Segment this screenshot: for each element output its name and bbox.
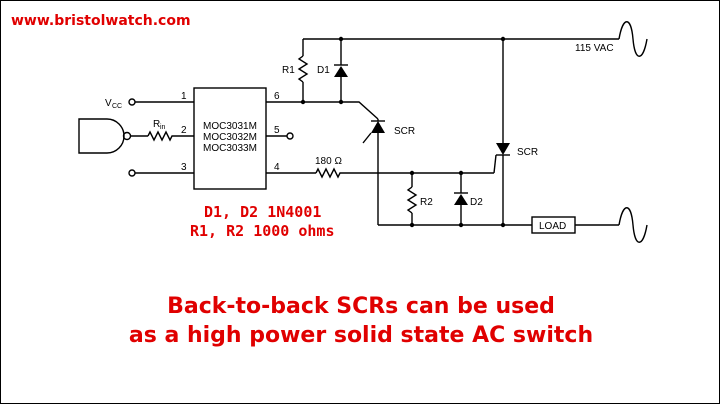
ic-part-2: MOC3032M [203,132,257,143]
pin-3: 3 [181,162,187,173]
site-url: www.bristolwatch.com [11,13,191,29]
d1-diode [334,64,348,77]
caption-line-1: Back-to-back SCRs can be used [167,294,555,319]
vcc-label-sub: CC [112,103,122,110]
pin-4: 4 [274,162,280,173]
ic-part-1: MOC3031M [203,121,257,132]
moc303x-ic [193,87,267,190]
pin-5: 5 [274,125,280,136]
rin-resistor [147,130,174,142]
resistor-180-label: 180 Ω [315,156,342,167]
input-terminal-3 [128,169,136,177]
ac-supply-label: 115 VAC [575,43,614,54]
ac-source-bottom [618,207,648,243]
pin-2: 2 [181,125,187,136]
pin5-terminal [286,132,294,140]
pin-6: 6 [274,91,280,102]
scr-left-label: SCR [394,126,415,137]
note-diodes: D1, D2 1N4001 [204,203,321,221]
ic-part-3: MOC3033M [203,143,257,154]
r2-resistor [406,186,418,214]
note-resistors: R1, R2 1000 ohms [190,222,335,240]
d1-label: D1 [317,65,330,76]
caption-line-2: as a high power solid state AC switch [129,323,593,348]
scr-left [362,120,385,144]
nand-gate [78,118,132,154]
load-label: LOAD [539,221,566,232]
rin-label: R [153,119,160,130]
d2-label: D2 [470,197,483,208]
pin-1: 1 [181,91,187,102]
d2-diode [454,192,468,205]
rin-label-sub: in [160,124,166,131]
resistor-180-ohm [315,167,342,179]
ac-source-top [618,21,648,57]
vcc-label: V [105,98,112,109]
r2-label: R2 [420,197,433,208]
vcc-terminal [128,98,136,106]
r1-label: R1 [282,65,295,76]
r1-resistor [297,55,309,83]
scr-right [493,143,510,174]
scr-right-label: SCR [517,147,538,158]
